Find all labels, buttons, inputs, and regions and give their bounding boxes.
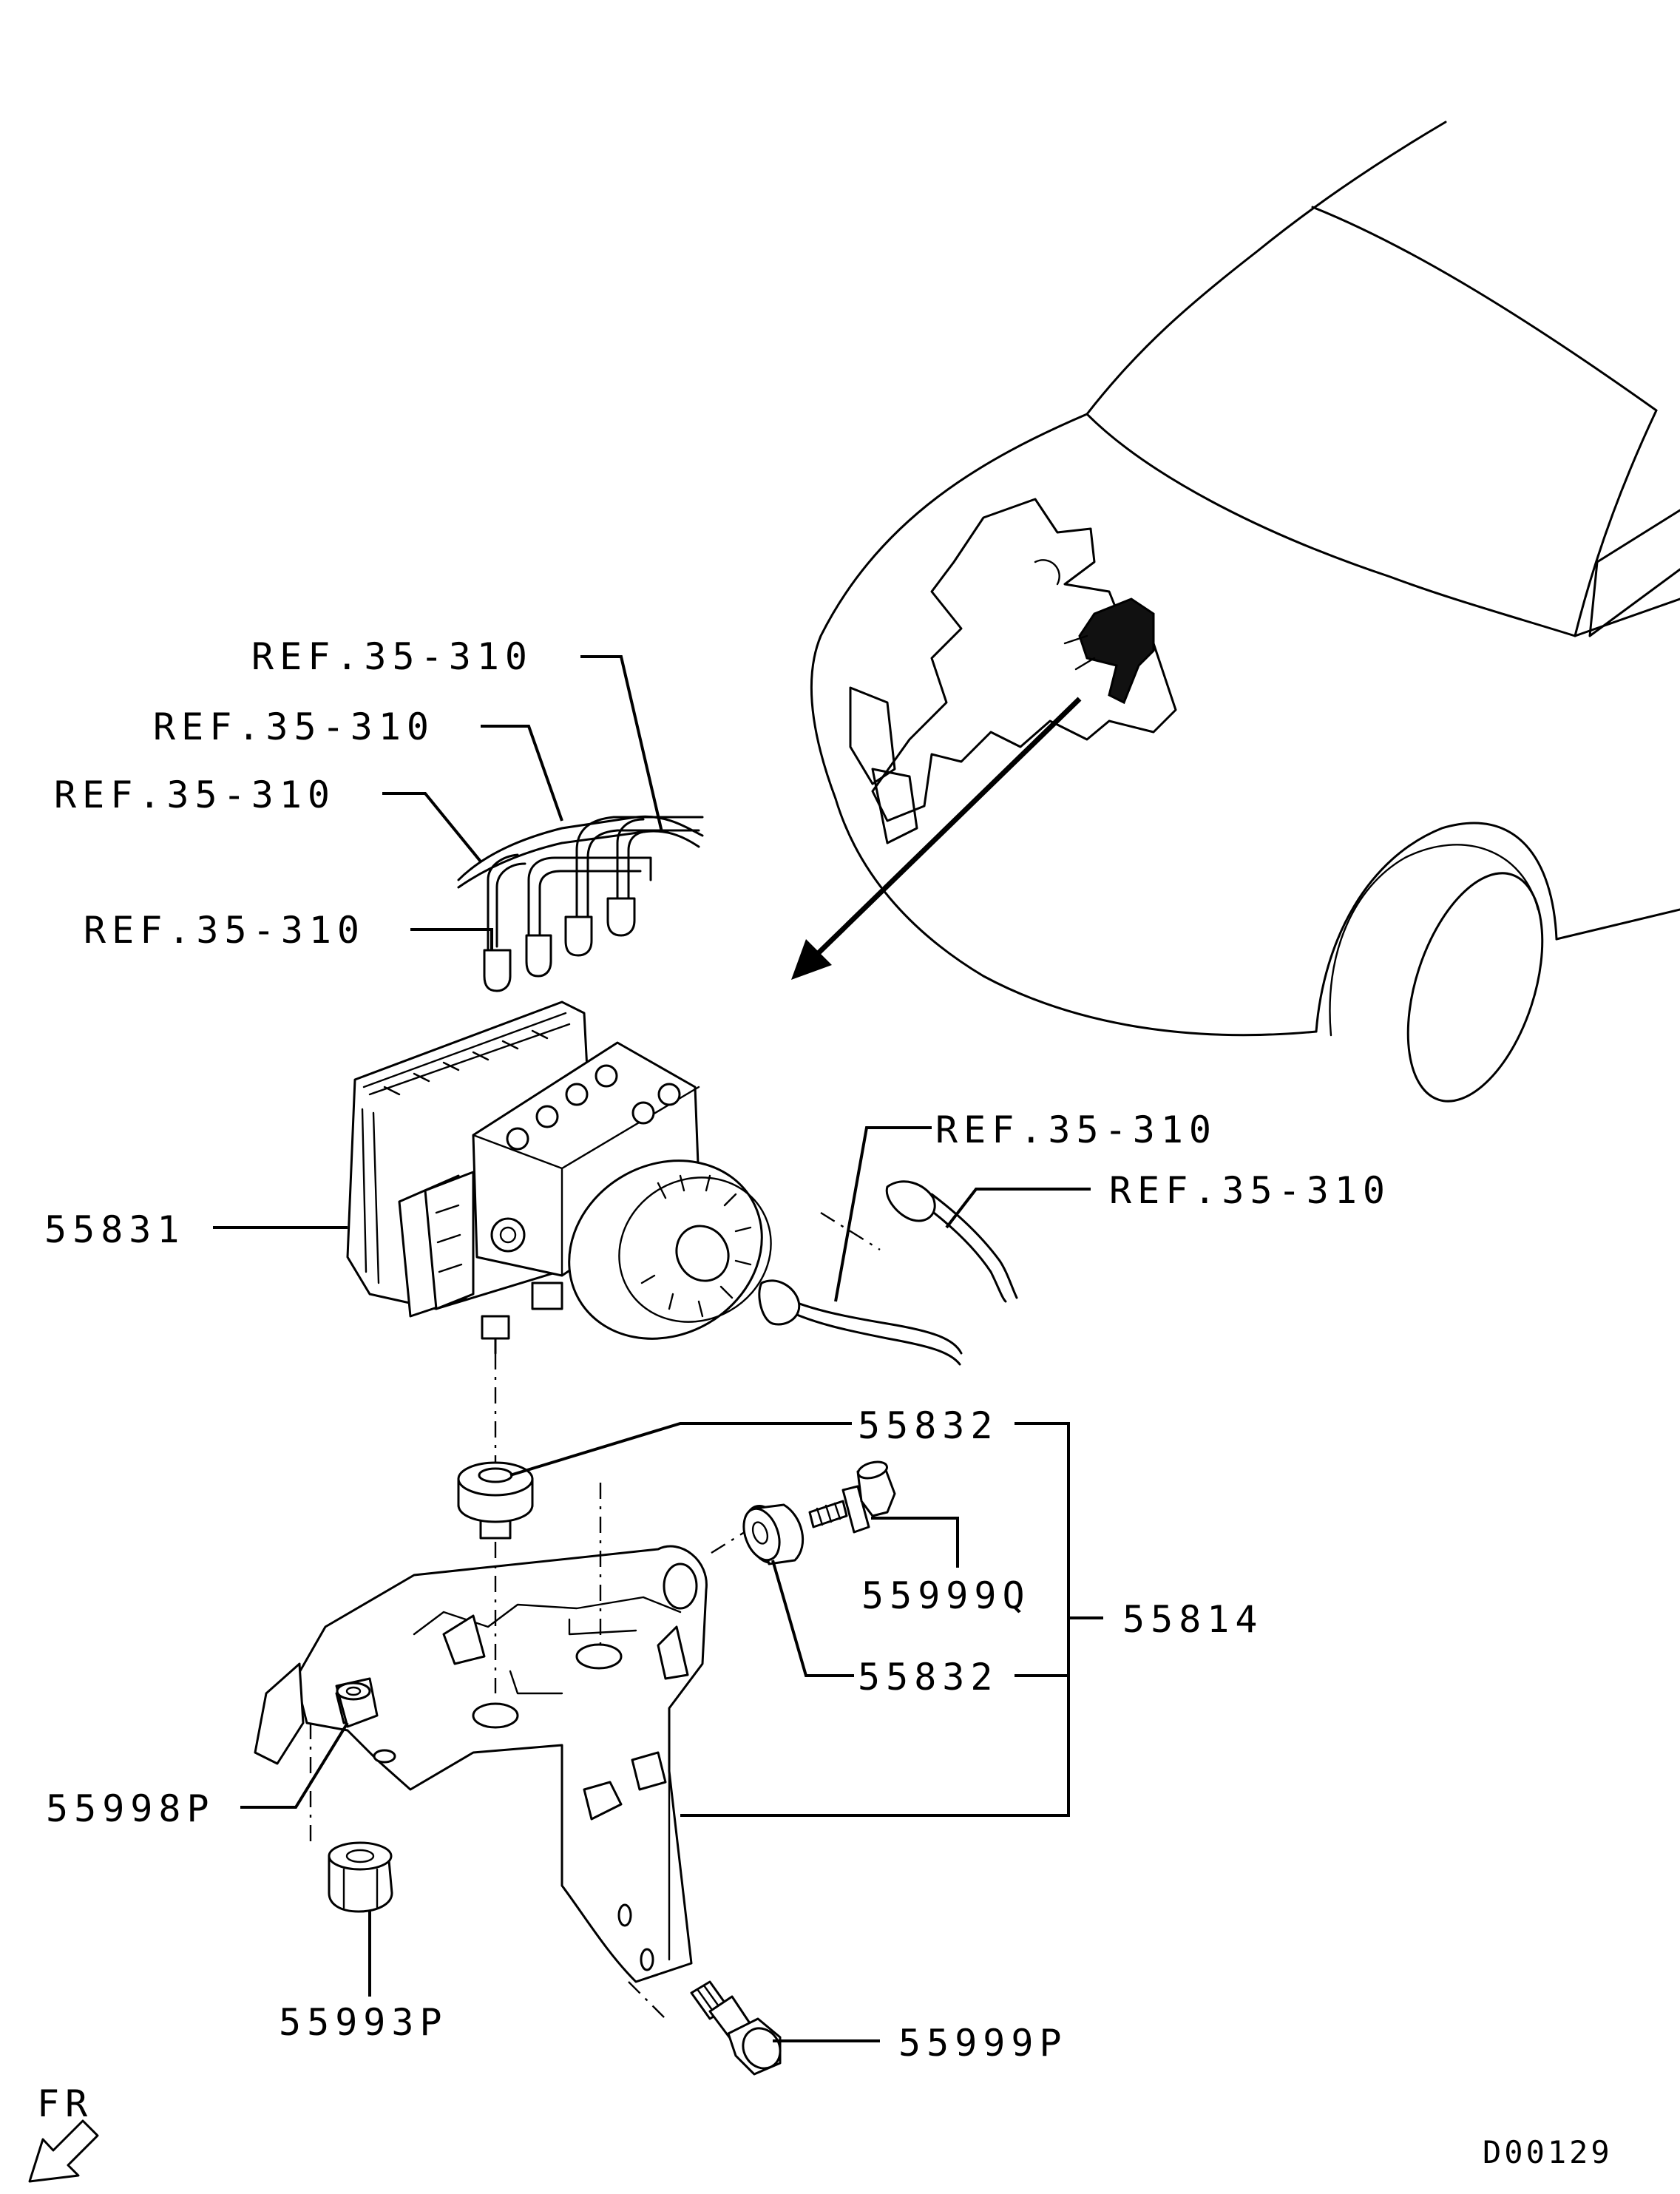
part-number-55832-top: 55832 [858, 1404, 999, 1447]
front-direction-arrow-icon [28, 2119, 99, 2183]
callout-labels: REF.35-310 REF.35-310 REF.35-310 REF.35-… [44, 635, 1391, 2065]
brake-pipes-right [758, 1180, 1018, 1366]
mounting-bracket [254, 1545, 708, 1983]
nut-55998P [335, 1677, 379, 1728]
part-number-55832-mid: 55832 [858, 1656, 999, 1699]
leader-lines [213, 655, 1103, 2042]
part-number-55993P: 55993P [279, 2001, 448, 2044]
brake-pipes-upper [457, 815, 704, 992]
vehicle-outline [791, 121, 1680, 1103]
nut-55993P [328, 1841, 393, 1913]
ref-label-5: REF.35-310 [935, 1108, 1217, 1151]
bolt-55999P [690, 1980, 782, 2076]
part-number-55999Q: 55999Q [861, 1574, 1031, 1617]
bolt-55999Q [808, 1460, 896, 1534]
ref-label-2: REF.35-310 [153, 705, 435, 748]
ref-label-1: REF.35-310 [251, 635, 533, 678]
abs-hydraulic-unit [346, 1000, 772, 1355]
diagram-code: D00129 [1483, 2134, 1613, 2170]
ref-label-6: REF.35-310 [1109, 1169, 1391, 1212]
abs-location-marker [1063, 597, 1155, 705]
grommet-55832-top [457, 1461, 534, 1540]
front-direction-indicator: FR [28, 2082, 99, 2183]
part-number-55998P: 55998P [46, 1787, 215, 1830]
grommet-55832-mid [742, 1503, 805, 1565]
alignment-lines [309, 1353, 748, 2019]
ref-label-4: REF.35-310 [84, 909, 365, 952]
ref-label-3: REF.35-310 [54, 773, 336, 816]
part-number-55831: 55831 [44, 1208, 186, 1251]
part-number-55999P: 55999P [898, 2022, 1068, 2065]
part-number-55814: 55814 [1122, 1598, 1264, 1641]
direction-label: FR [37, 2082, 93, 2125]
location-pointer-arrow-icon [791, 697, 1082, 980]
